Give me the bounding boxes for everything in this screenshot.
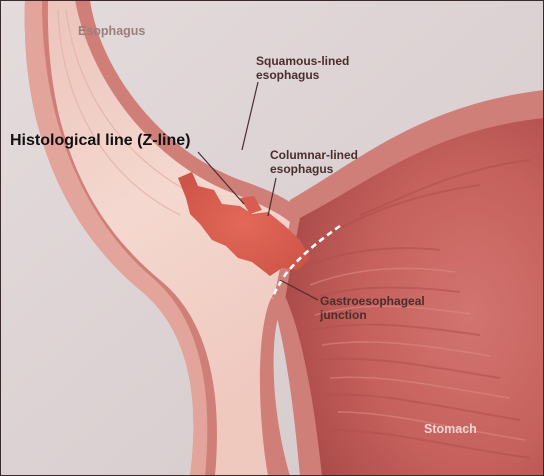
label-gej-line2: junction — [320, 308, 425, 322]
label-gastroesophageal-junction: Gastroesophageal junction — [320, 294, 425, 322]
label-stomach: Stomach — [424, 422, 477, 436]
label-columnar-line1: Columnar-lined — [270, 148, 358, 162]
label-z-line: Histological line (Z-line) — [10, 132, 190, 150]
label-squamous-line1: Squamous-lined — [256, 54, 349, 68]
label-esophagus: Esophagus — [78, 24, 145, 38]
label-columnar-line2: esophagus — [270, 162, 358, 176]
label-squamous-lined-esophagus: Squamous-lined esophagus — [256, 54, 349, 82]
label-squamous-line2: esophagus — [256, 68, 349, 82]
label-gej-line1: Gastroesophageal — [320, 294, 425, 308]
label-columnar-lined-esophagus: Columnar-lined esophagus — [270, 148, 358, 176]
